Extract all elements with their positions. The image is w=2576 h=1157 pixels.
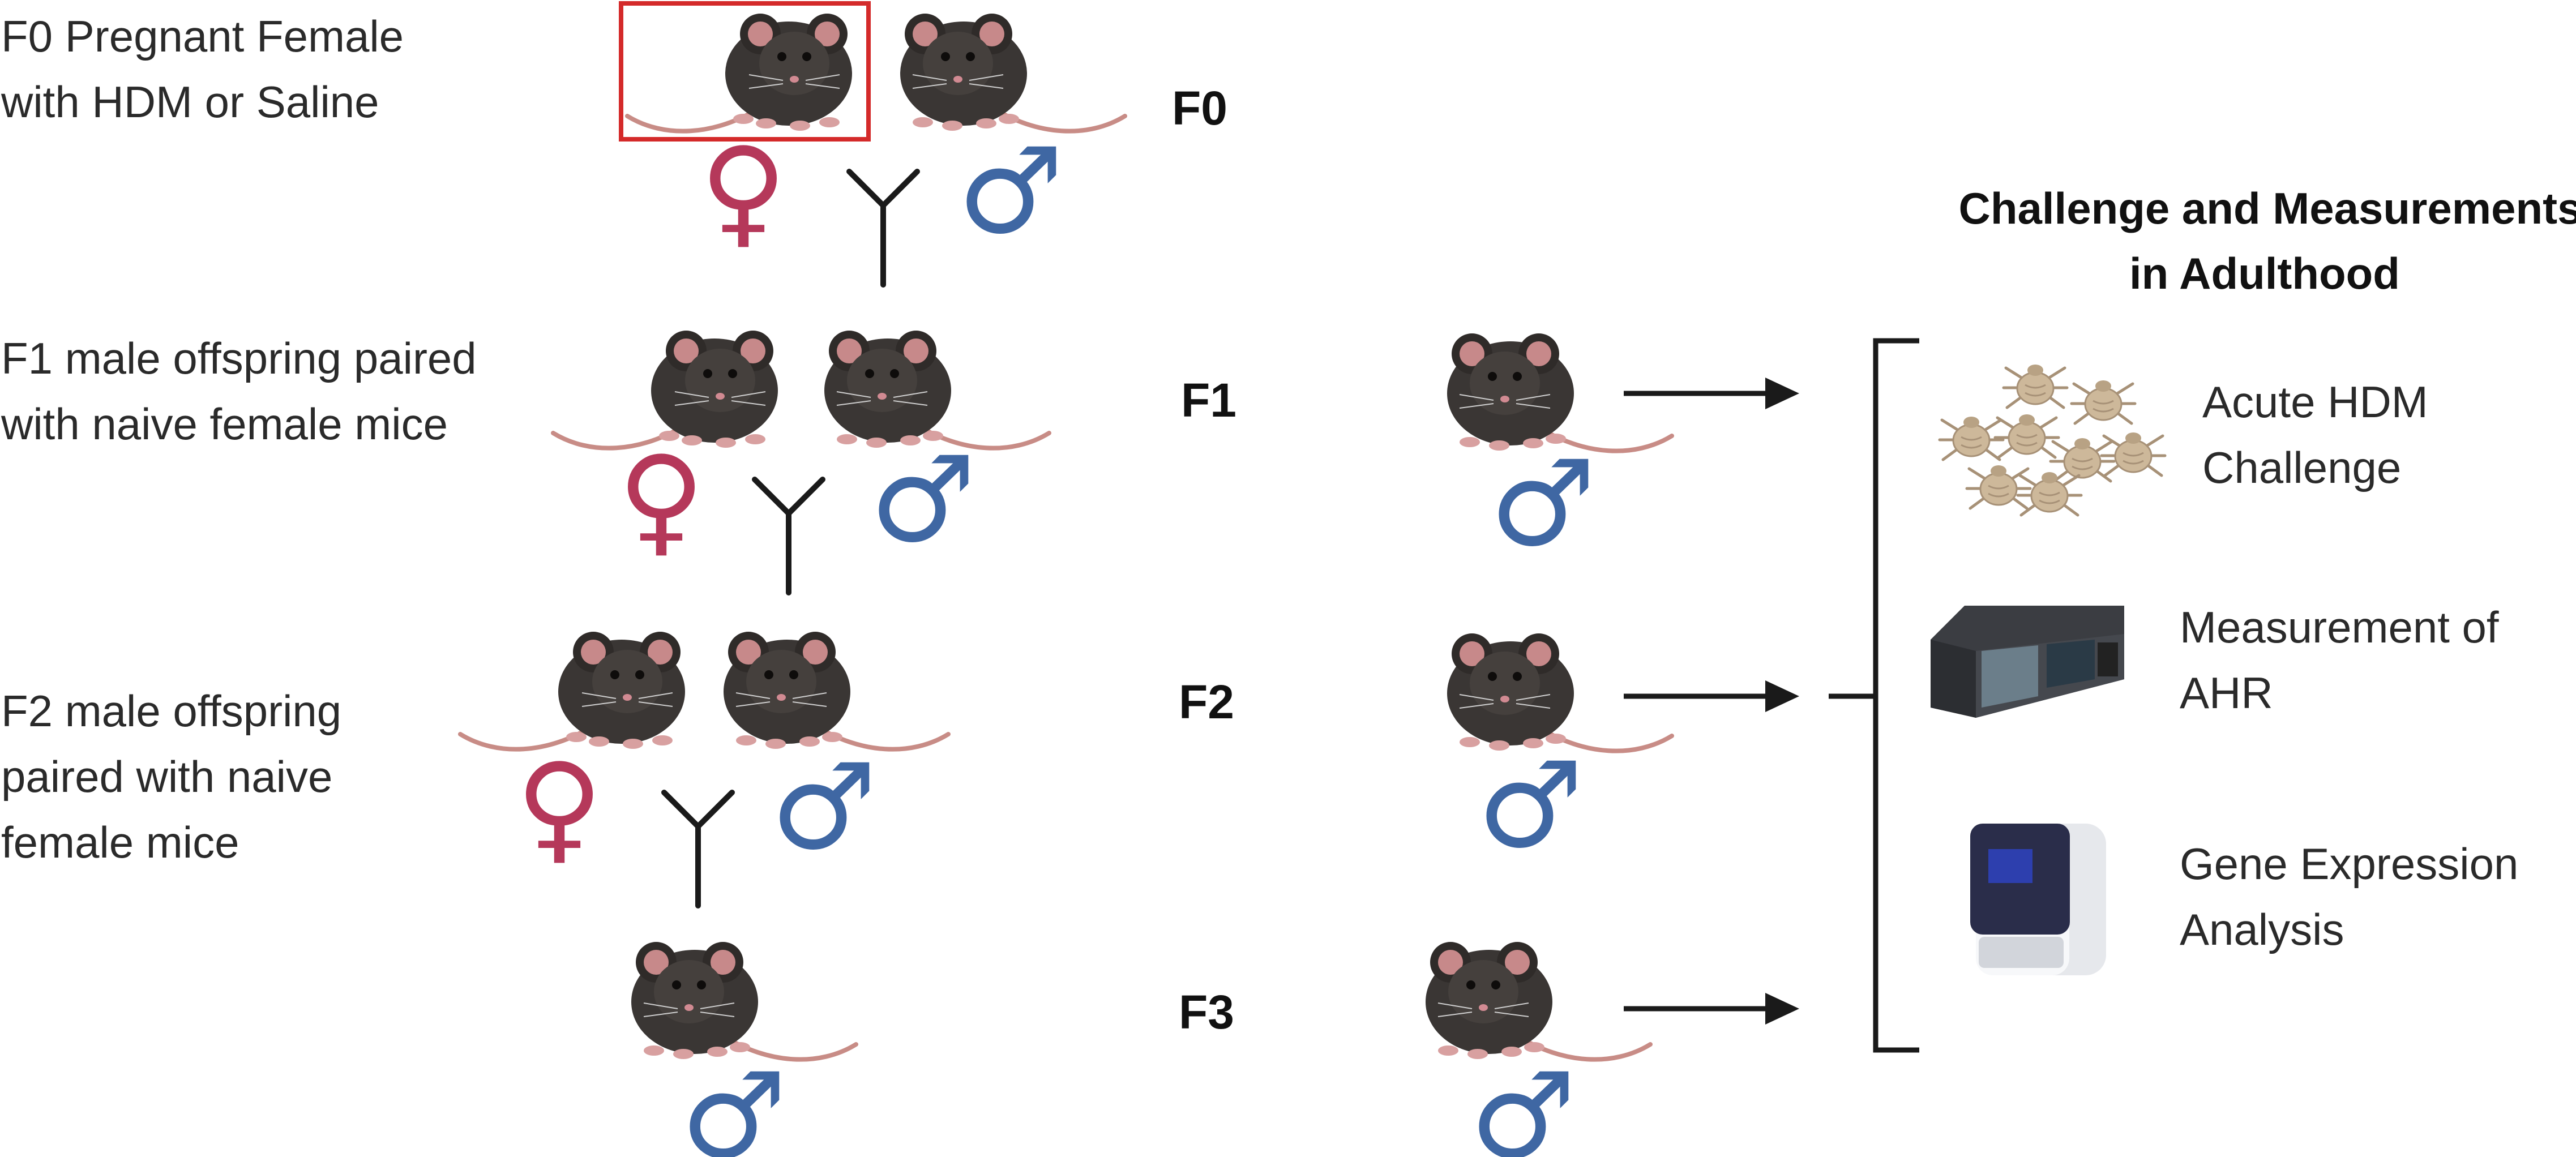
outcome-2-line-1: Measurement of [2180,602,2499,652]
f2-offspring-mouse [1447,633,1672,751]
f0-description-line-1: F0 Pregnant Female [1,11,404,61]
f1-description-line-2: with naive female mice [1,399,448,449]
dust-mites-icon [1940,365,2165,515]
f3-male-mouse [631,942,856,1060]
male-symbol-icon: ♂ [771,738,877,876]
f2-description: F2 male offspring paired with naive fema… [1,678,341,875]
f1-arrow [1624,378,1799,409]
qpcr-machine-icon [1970,824,2106,975]
f0-mating-symbol [849,172,917,285]
male-symbol-icon: ♂ [1490,434,1596,573]
f0-description: F0 Pregnant Female with HDM or Saline [1,3,404,135]
female-symbol-icon: ♀ [618,430,705,569]
f0-description-line-2: with HDM or Saline [1,77,379,127]
f2-arrow [1624,680,1799,712]
f2-description-line-2: paired with naive [1,752,333,802]
f1-mating-symbol [755,479,823,593]
pregnant-female-highlight-box [619,1,871,142]
f0-male-mouse [900,14,1125,131]
generation-label-f3: F3 [1179,985,1235,1039]
outcome-1-line-2: Challenge [2202,443,2402,492]
female-symbol-icon: ♀ [700,122,787,260]
generation-label-f0: F0 [1172,82,1228,135]
outcome-2-line-2: AHR [2180,668,2273,718]
outcome-measurement-ahr: Measurement of AHR [2180,594,2499,726]
male-symbol-icon: ♂ [870,430,976,569]
f3-arrow [1624,993,1799,1025]
f2-mating-symbol [664,792,732,906]
outcomes-title-line-2: in Adulthood [2129,248,2400,298]
f1-description: F1 male offspring paired with naive fema… [1,325,477,457]
outcome-bracket [1873,338,1919,1053]
f3-offspring-mouse [1426,942,1650,1060]
outcome-acute-hdm-challenge: Acute HDM Challenge [2202,369,2428,500]
generation-label-f2: F2 [1179,675,1235,729]
f2-male-mouse [724,632,948,749]
f2-female-mouse [460,632,685,749]
f1-description-line-1: F1 male offspring paired [1,333,477,383]
male-symbol-icon: ♂ [1477,736,1584,875]
generation-label-f1: F1 [1181,374,1237,427]
outcome-3-line-1: Gene Expression [2180,839,2519,889]
male-symbol-icon: ♂ [957,122,1064,260]
outcome-3-line-2: Analysis [2180,905,2344,954]
f2-description-line-1: F2 male offspring [1,686,342,736]
male-symbol-icon: ♂ [681,1047,787,1157]
outcome-1-line-1: Acute HDM [2202,377,2428,427]
plethysmograph-device-icon [1931,606,2124,718]
outcomes-title-line-1: Challenge and Measurements [1959,183,2576,233]
outcome-gene-expression-analysis: Gene Expression Analysis [2180,831,2518,962]
f0-pregnant-female-mouse [627,14,852,131]
male-symbol-icon: ♂ [1470,1047,1576,1157]
female-symbol-icon: ♀ [516,738,603,876]
f2-description-line-3: female mice [1,817,239,867]
